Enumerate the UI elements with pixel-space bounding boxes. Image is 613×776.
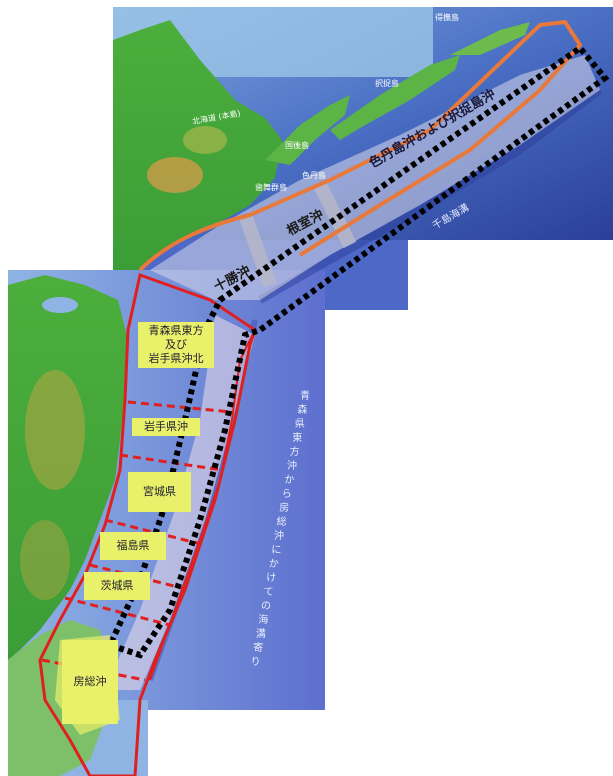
japan-trench-glyph: 方: [289, 447, 300, 458]
etorofu-land: [330, 55, 460, 140]
kunashiri-land: [265, 95, 350, 165]
hokkaido-highland-2: [183, 126, 227, 154]
japan-trench-glyph: 海: [258, 615, 269, 626]
label-urup: 得撫島: [435, 13, 459, 22]
japan-trench-glyph: て: [263, 587, 274, 598]
hokkaido-highland: [147, 157, 203, 193]
japan-trench-glyph: 県: [294, 419, 305, 430]
japan-trench-glyph: 森: [297, 405, 308, 416]
label-aomori-iwate-1: 青森県東方: [148, 324, 204, 337]
label-shikotan: 色丹島: [302, 171, 326, 180]
japan-trench-glyph: 溝: [255, 629, 266, 640]
japan-trench-glyph: に: [271, 545, 282, 556]
label-habomai: 歯舞群島: [255, 183, 287, 192]
zone-divider-2: [119, 453, 223, 472]
zone-divider-4: [89, 563, 191, 592]
honshu-highland-2: [20, 520, 70, 600]
dotted-trench-zone: [105, 43, 610, 659]
japan-trench-glyph: ら: [281, 489, 292, 500]
japan-trench-glyph: 寄: [253, 643, 264, 654]
label-iwate: 岩手県沖: [132, 418, 200, 436]
label-aomori-iwate-2: 及び: [165, 338, 187, 351]
label-aomori-iwate-3: 岩手県沖北: [148, 352, 204, 365]
japan-trench-glyph: か: [268, 559, 279, 570]
red-boundary-outer: [38, 273, 257, 776]
japan-trench-glyph: 東: [292, 433, 303, 444]
japan-trench-glyph: 総: [276, 517, 287, 528]
label-etorofu: 択捉島: [375, 79, 399, 88]
urup-land: [450, 22, 530, 55]
zone-divider-5: [64, 596, 171, 627]
label-ibaraki: 茨城県: [84, 572, 150, 600]
mutsu-bay: [42, 297, 78, 313]
japan-trench-glyph: 青: [300, 391, 310, 402]
zone-divider-1: [127, 400, 233, 414]
zone-divider-nemuro-shikotan: [313, 181, 357, 249]
japan-trench-glyph: 沖: [287, 461, 297, 472]
label-boso: 房総沖: [62, 640, 118, 724]
japan-trench-glyph: 房: [279, 503, 290, 514]
label-kunashiri: 国後島: [285, 141, 309, 150]
japan-trench-glyph: り: [250, 657, 261, 668]
zone-divider-tokachi-nemuro: [238, 212, 277, 288]
honshu-highland: [25, 370, 85, 490]
japan-trench-glyph: け: [266, 573, 277, 584]
label-aomori-iwate: 青森県東方 及び 岩手県沖北: [138, 322, 214, 368]
zone-divider-3: [104, 518, 206, 547]
label-fukushima: 福島県: [100, 532, 166, 560]
japan-trench-glyph: か: [284, 475, 295, 486]
japan-trench-glyph: の: [261, 601, 271, 612]
japan-trench-glyph: 沖: [274, 531, 284, 542]
orange-boundary: [138, 19, 583, 272]
label-miyagi: 宮城県: [128, 472, 191, 512]
